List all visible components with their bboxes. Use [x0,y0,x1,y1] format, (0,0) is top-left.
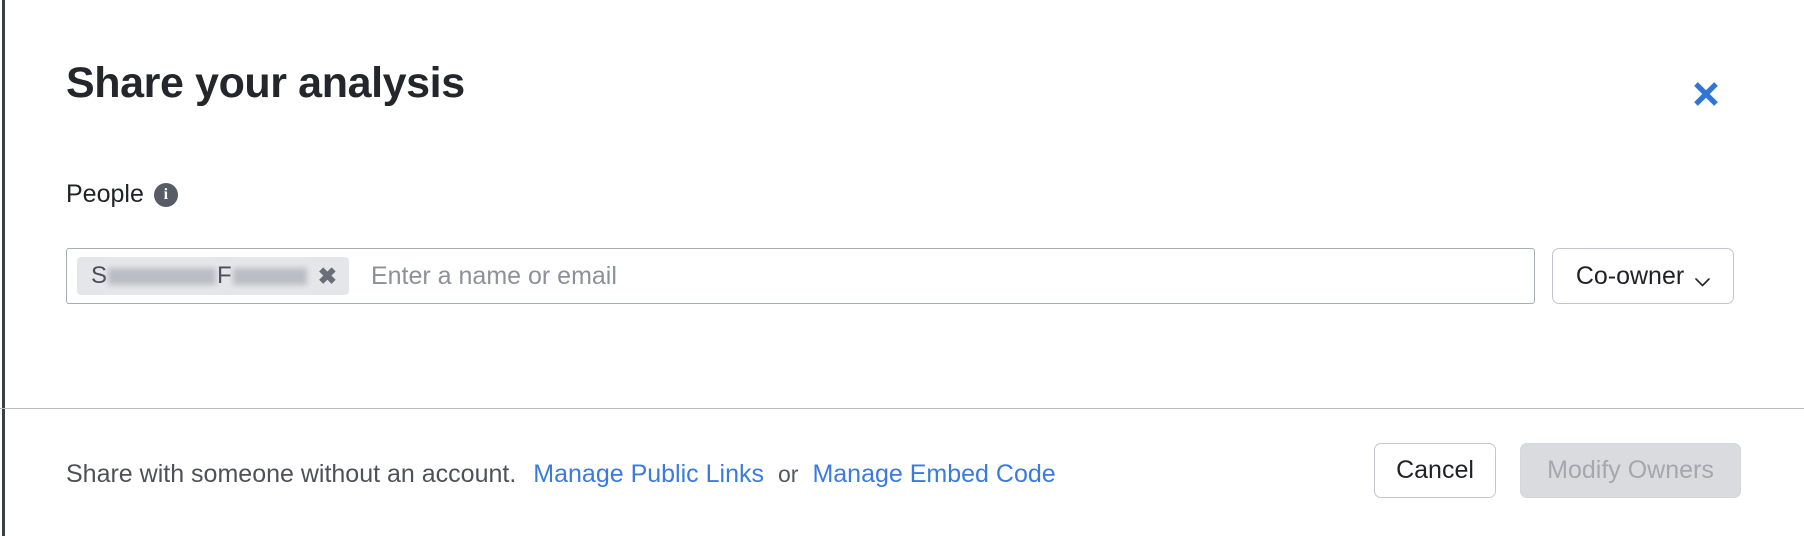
page-title: Share your analysis [66,59,465,107]
person-chip-name-redacted-first [108,268,217,286]
people-input-placeholder: Enter a name or email [370,261,617,290]
person-chip-name-initial-first: S [91,262,108,289]
modify-owners-button: Modify Owners [1520,443,1741,498]
chip-remove-icon[interactable]: ✖ [317,262,337,289]
dialog-left-edge [2,0,5,536]
role-dropdown-value: Co-owner [1575,261,1685,290]
close-icon [1689,77,1723,111]
footer-note: Share with someone without an account. [66,460,517,488]
dialog-header: Share your analysis [0,0,1804,160]
person-chip-name-initial-last: F [217,262,232,289]
footer-text-row: Share with someone without an account. M… [66,462,1056,487]
cancel-button[interactable]: Cancel [1374,443,1496,498]
people-label: People [66,180,144,208]
modify-owners-button-label: Modify Owners [1547,456,1714,484]
close-button[interactable] [1689,77,1723,111]
footer-divider [0,408,1804,409]
manage-embed-code-link[interactable]: Manage Embed Code [812,460,1056,488]
manage-public-links-link[interactable]: Manage Public Links [533,460,764,488]
info-icon[interactable]: i [153,182,178,207]
person-chip-name-redacted-last [232,268,307,286]
footer-separator: or [777,461,799,487]
chevron-down-icon [1695,274,1710,286]
dialog-left-margin [0,0,2,536]
role-dropdown[interactable]: Co-owner [1552,248,1734,304]
people-label-row: People i [66,182,178,207]
cancel-button-label: Cancel [1396,456,1474,484]
